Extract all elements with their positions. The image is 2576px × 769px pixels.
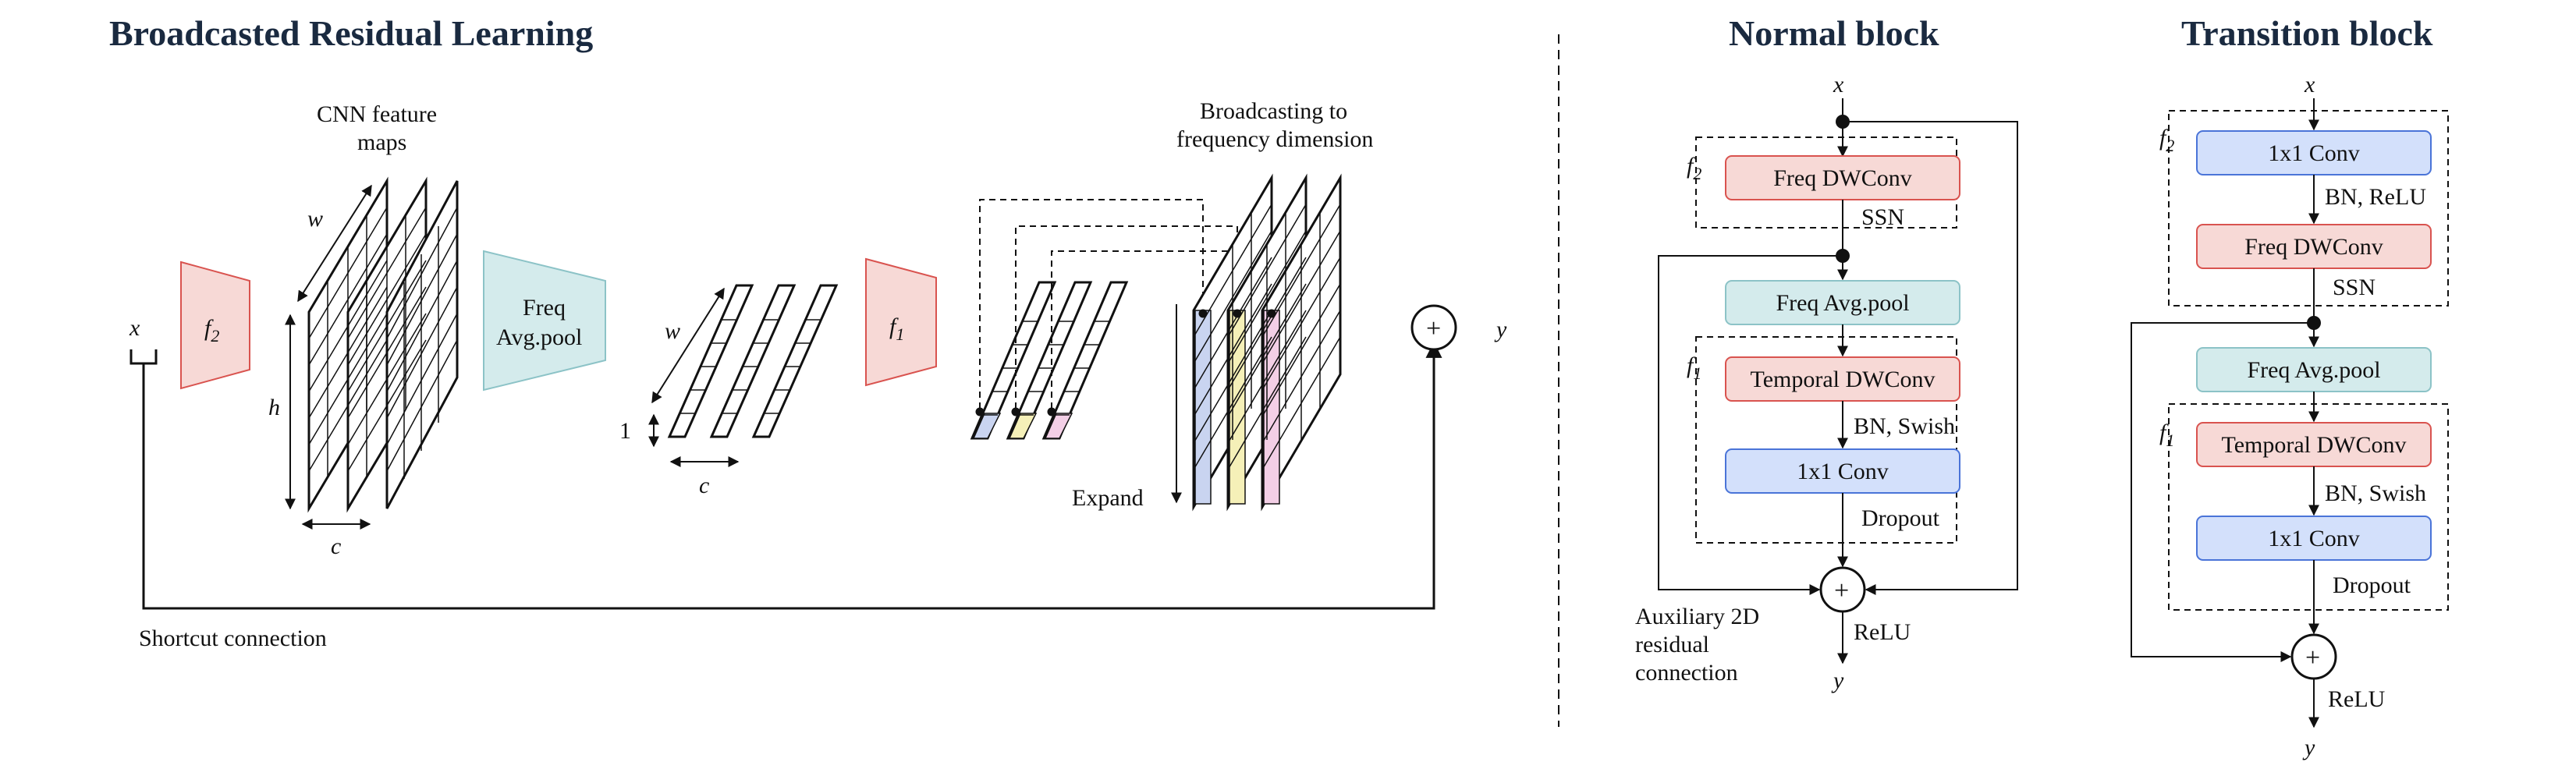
- normal-bn-swish-label: BN, Swish: [1854, 413, 1955, 439]
- freq-avgpool-block: [483, 250, 606, 392]
- normal-ssn-label: SSN: [1861, 204, 1904, 230]
- w-dimension-arrow-2: [651, 287, 725, 404]
- transition-title: Transition block: [2181, 13, 2433, 53]
- normal-relu-label: ReLU: [1854, 619, 1911, 645]
- transition-relu-label: ReLU: [2328, 686, 2386, 712]
- c-label-1: c: [331, 533, 341, 559]
- pooled-feature-strips: [667, 284, 839, 438]
- sum-symbol: +: [1426, 314, 1441, 343]
- normal-aux-label-line2: residual: [1635, 632, 1709, 657]
- cnn-caption-line1: CNN feature: [317, 101, 437, 127]
- normal-aux-label-line1: Auxiliary 2D: [1635, 604, 1759, 629]
- shortcut-line: [142, 341, 1442, 610]
- normal-title: Normal block: [1729, 13, 1939, 53]
- normal-sum-symbol: +: [1834, 576, 1849, 605]
- normal-dropout-label: Dropout: [1861, 505, 1940, 531]
- broadcast-feature-maps: [1192, 173, 1342, 512]
- normal-aux-path: [1658, 255, 1843, 595]
- normal-freq-avgpool-label: Freq Avg.pool: [1776, 290, 1909, 316]
- transition-conv1x1-label: 1x1 Conv: [2268, 526, 2360, 551]
- transition-dropout-label: Dropout: [2333, 572, 2411, 598]
- sum-node: [1410, 304, 1457, 351]
- transition-conv1x1-top-label: 1x1 Conv: [2268, 140, 2360, 166]
- transition-f1-label: f1: [2159, 420, 2174, 450]
- transition-x-label: x: [2304, 72, 2315, 97]
- normal-aux-label-line3: connection: [1635, 660, 1738, 686]
- transition-f1-group: [2168, 403, 2449, 611]
- pool-label-line2: Avg.pool: [496, 324, 582, 350]
- transition-freq-dwconv-label: Freq DWConv: [2244, 234, 2383, 260]
- left-x-label: x: [129, 315, 140, 341]
- left-y-label: y: [1494, 317, 1507, 342]
- transition-f2-label: f2: [2159, 125, 2174, 155]
- left-panel: Broadcasted Residual Learning x Shortcut…: [109, 13, 1507, 651]
- normal-freq-dwconv-label: Freq DWConv: [1773, 165, 1911, 191]
- cnn-feature-maps: [307, 176, 459, 513]
- f1-block: [865, 257, 937, 387]
- c-label-2: c: [699, 473, 709, 498]
- transition-y-label: y: [2302, 735, 2315, 760]
- one-label: 1: [619, 418, 631, 444]
- transition-bn-swish-label: BN, Swish: [2325, 480, 2426, 506]
- shortcut-label: Shortcut connection: [139, 625, 327, 651]
- left-title: Broadcasted Residual Learning: [109, 13, 593, 53]
- transition-aux-path: [2131, 322, 2314, 662]
- transition-f2-group: [2168, 110, 2449, 307]
- f1-output-strips: [970, 281, 1129, 440]
- w-label-2: w: [665, 318, 680, 344]
- transition-sum-symbol: +: [2305, 643, 2320, 672]
- broadcast-caption-line1: Broadcasting to: [1200, 98, 1347, 124]
- transition-ssn-label: SSN: [2333, 275, 2376, 300]
- input-bracket: [130, 349, 158, 365]
- normal-block-panel: Normal block x f2 Freq DWConv SSN Freq A…: [1635, 13, 2018, 693]
- normal-identity-path: [1843, 121, 2018, 595]
- normal-f2-label: f2: [1687, 153, 1701, 183]
- transition-block-panel: Transition block x f2 1x1 Conv BN, ReLU …: [2131, 13, 2449, 760]
- expand-label: Expand: [1072, 485, 1144, 511]
- cnn-caption-line2: maps: [357, 129, 406, 155]
- pool-label-line1: Freq: [523, 295, 566, 321]
- normal-conv1x1-label: 1x1 Conv: [1797, 459, 1889, 484]
- transition-temporal-dwconv-label: Temporal DWConv: [2221, 432, 2406, 458]
- w-dimension-arrow: [297, 184, 372, 303]
- normal-f1-group: [1695, 336, 1957, 544]
- normal-y-label: y: [1831, 668, 1844, 693]
- transition-bn-relu-label: BN, ReLU: [2325, 184, 2426, 210]
- normal-f1-label: f1: [1687, 353, 1701, 383]
- f2-block: [180, 260, 250, 390]
- transition-freq-avgpool-label: Freq Avg.pool: [2247, 357, 2380, 383]
- w-label-1: w: [307, 206, 323, 232]
- h-label: h: [268, 395, 280, 420]
- broadcast-caption-line2: frequency dimension: [1176, 126, 1373, 152]
- normal-x-label: x: [1833, 72, 1844, 97]
- normal-temporal-dwconv-label: Temporal DWConv: [1750, 367, 1935, 392]
